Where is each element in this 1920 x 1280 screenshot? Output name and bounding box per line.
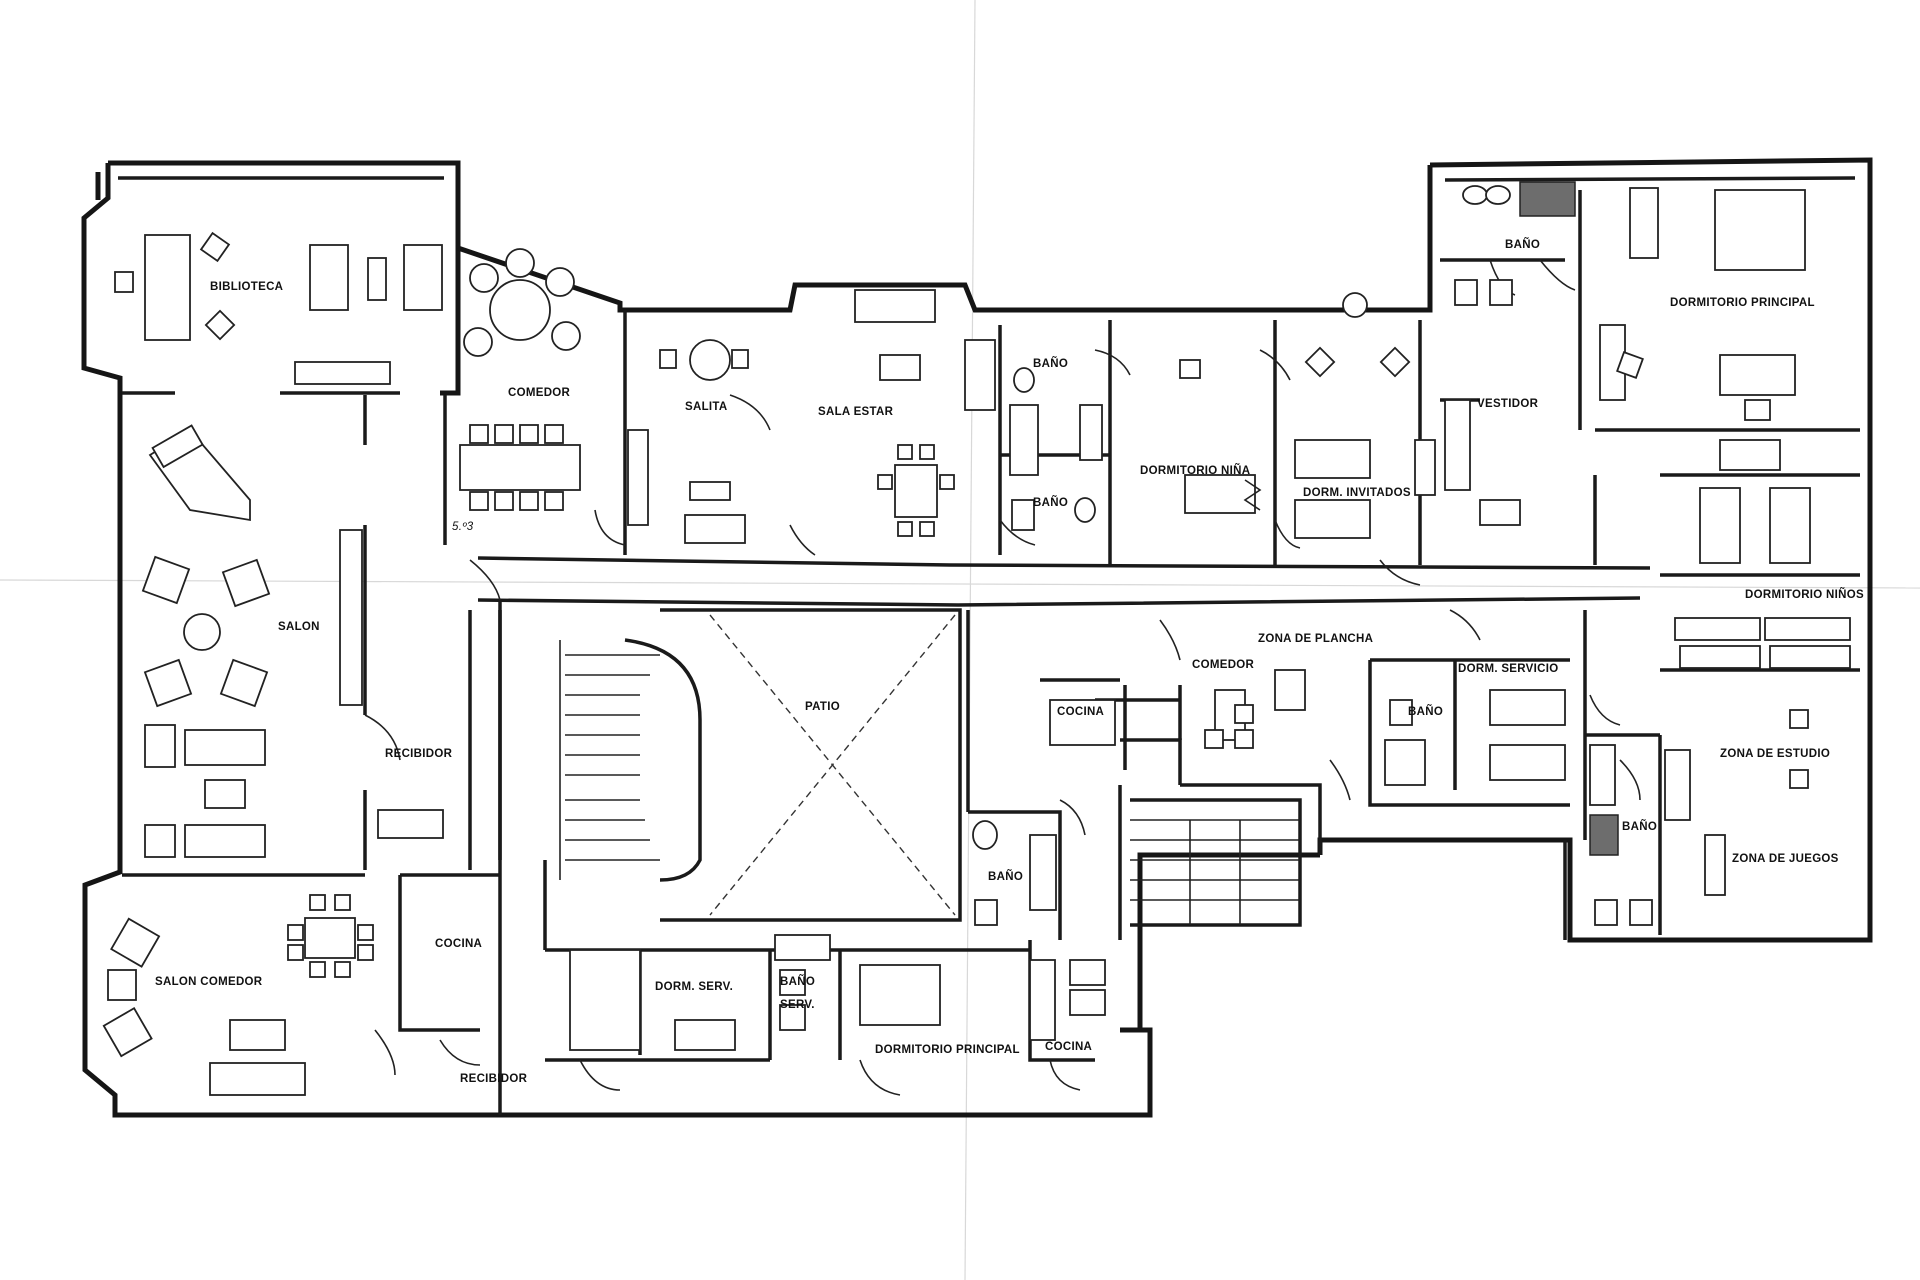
room-label-cocina-left: COCINA: [435, 938, 482, 950]
room-label-bano-serv-line1: BAÑO: [780, 975, 815, 988]
room-label-recibidor-left: RECIBIDOR: [385, 748, 453, 760]
room-label-bano-mid-top: BAÑO: [1033, 357, 1068, 370]
room-label-dormitorio-principal-bottom: DORMITORIO PRINCIPAL: [875, 1044, 1020, 1056]
room-label-salita: SALITA: [685, 401, 727, 413]
room-label-bano-right: BAÑO: [1622, 820, 1657, 833]
room-label-dorm-servicio: DORM. SERVICIO: [1458, 663, 1558, 675]
room-label-dormitorio-nina: DORMITORIO NIÑA: [1140, 464, 1250, 477]
room-label-salon: SALON: [278, 621, 320, 633]
stairs-right: [1130, 819, 1300, 925]
room-label-biblioteca: BIBLIOTECA: [210, 281, 283, 293]
room-label-bano-top-right: BAÑO: [1505, 238, 1540, 251]
handwritten-note: 5.º3: [452, 521, 474, 533]
room-label-patio: PATIO: [805, 701, 840, 713]
room-label-salon-comedor: SALON COMEDOR: [155, 976, 263, 988]
room-label-dorm-invitados: DORM. INVITADOS: [1303, 487, 1411, 499]
room-label-comedor-right: COMEDOR: [1192, 659, 1255, 671]
room-label-cocina-bottom: COCINA: [1045, 1041, 1092, 1053]
room-label-sala-estar: SALA ESTAR: [818, 406, 894, 418]
patio-diagonals: [709, 614, 956, 916]
room-label-dormitorio-principal-right: DORMITORIO PRINCIPAL: [1670, 297, 1815, 309]
room-label-dormitorio-ninos: DORMITORIO NIÑOS: [1745, 588, 1864, 601]
room-label-recibidor-bottom: RECIBIDOR: [460, 1073, 528, 1085]
room-label-bano-serv-line2: SERV.: [780, 999, 815, 1011]
doors: [364, 259, 1641, 1096]
room-label-comedor-left: COMEDOR: [508, 387, 571, 399]
room-label-cocina-mid: COCINA: [1057, 706, 1104, 718]
room-label-bano-patio: BAÑO: [988, 870, 1023, 883]
room-label-dorm-serv-bottom: DORM. SERV.: [655, 981, 733, 993]
room-labels: BIBLIOTECA COMEDOR SALON RECIBIDOR SALON…: [155, 238, 1864, 1085]
room-label-zona-juegos: ZONA DE JUEGOS: [1732, 853, 1839, 865]
room-label-bano-servicio: BAÑO: [1408, 705, 1443, 718]
stairs-left: [559, 638, 702, 882]
room-label-zona-plancha: ZONA DE PLANCHA: [1258, 633, 1373, 645]
room-label-vestidor: VESTIDOR: [1477, 398, 1539, 410]
room-label-bano-mid-bottom: BAÑO: [1033, 496, 1068, 509]
room-label-zona-estudio: ZONA DE ESTUDIO: [1720, 748, 1830, 760]
furniture: [102, 181, 1851, 1096]
